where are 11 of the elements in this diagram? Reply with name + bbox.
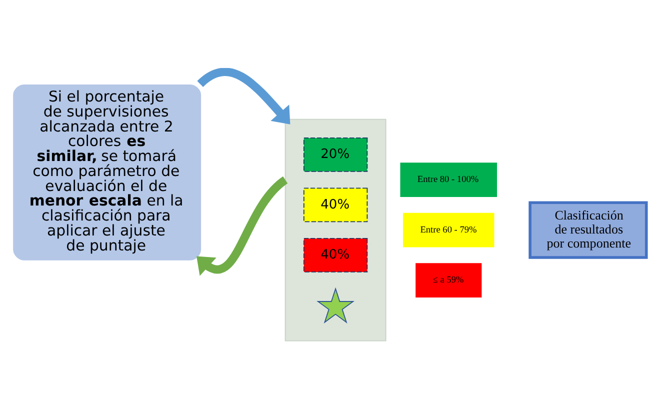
node-box: ≤ a 59% bbox=[416, 263, 482, 298]
node-box: 40% bbox=[303, 188, 368, 222]
node-box: Entre 80 - 100% bbox=[400, 162, 498, 198]
cluster bbox=[284, 118, 386, 342]
arrow bbox=[196, 176, 288, 276]
node-box: Entre 60 - 79% bbox=[403, 212, 494, 248]
node-star bbox=[316, 287, 355, 324]
node-box: Si el porcentaje de supervisiones alcanzada entre 2 colores es similar, se tomará como parámetro de evaluación el de menor escala en la clasificación para aplicar el ajuste de puntaje bbox=[12, 84, 202, 262]
node-box: 40% bbox=[303, 238, 368, 272]
node-box: 20% bbox=[303, 138, 368, 172]
node-box: Clasificación de resultados por componente bbox=[528, 201, 648, 259]
